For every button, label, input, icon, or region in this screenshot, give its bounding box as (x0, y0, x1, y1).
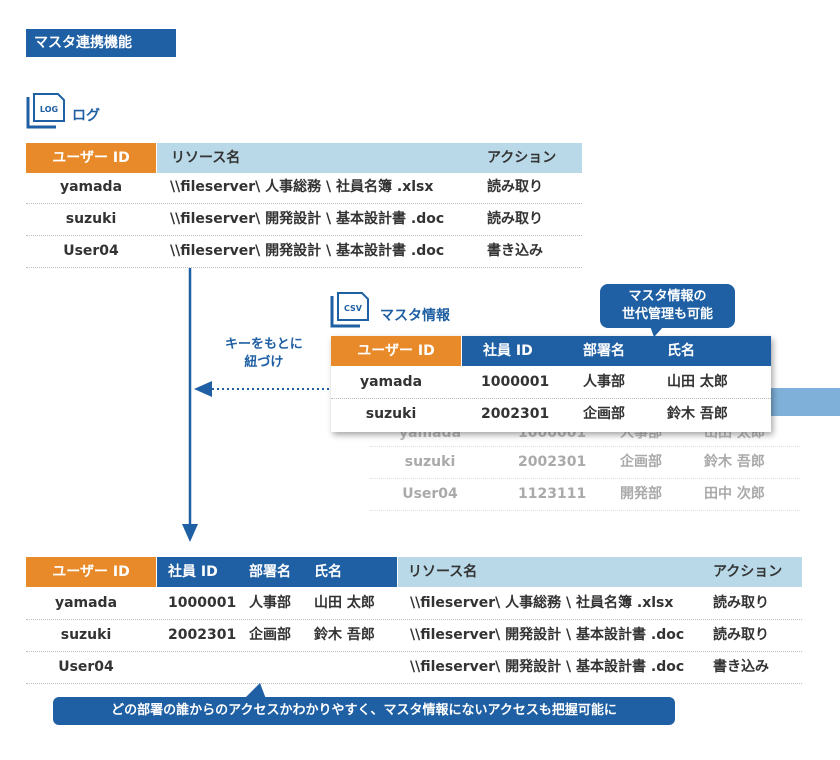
result-row-action: 書き込み (713, 659, 769, 675)
row-divider (331, 398, 771, 399)
result-row-name: 山田 太郎 (314, 595, 375, 611)
master-row-dept: 企画部 (583, 406, 625, 422)
result-header-name: 氏名 (314, 564, 342, 580)
csv-file-icon: CSV (330, 292, 370, 332)
row-divider (26, 651, 802, 652)
key-line2: 紐づけ (244, 355, 284, 370)
back-row-user: User04 (402, 486, 458, 502)
back-row-emp-id: 2002301 (518, 454, 587, 470)
master-header-user-id: ユーザー ID (331, 336, 461, 366)
row-divider (26, 683, 802, 684)
row-divider (370, 478, 800, 479)
master-header-dept: 部署名 (583, 343, 625, 359)
callout-line2: 世代管理も可能 (621, 307, 713, 322)
master-table-card: ユーザー ID 社員 ID 部署名 氏名 yamada 1000001 人事部 … (331, 336, 771, 432)
master-row-user: yamada (359, 374, 423, 390)
callout-line1: マスタ情報の (628, 289, 707, 304)
log-row-resource: \\fileserver\ 開発設計 \ 基本設計書 .doc (170, 243, 445, 259)
key-link-text: キーをもとに 紐づけ (225, 336, 303, 372)
log-row-action: 読み取り (487, 179, 543, 195)
result-row-resource: \\fileserver\ 人事総務 \ 社員名簿 .xlsx (410, 595, 674, 611)
left-dotted-arrow (194, 381, 332, 397)
master-row-dept: 人事部 (583, 374, 625, 390)
csv-icon-text: CSV (344, 304, 363, 313)
master-row-emp-id: 2002301 (481, 406, 550, 422)
result-header-emp-id: 社員 ID (168, 564, 218, 580)
master-header-blue-bg (462, 336, 771, 366)
result-row-emp-id: 1000001 (168, 595, 237, 611)
result-row-resource: \\fileserver\ 開発設計 \ 基本設計書 .doc (410, 627, 685, 643)
row-divider (26, 235, 582, 236)
master-label: マスタ情報 (380, 308, 450, 324)
result-row-user: User04 (58, 659, 114, 675)
result-row-name: 鈴木 吾郎 (314, 627, 375, 643)
result-header-resource: リソース名 (408, 564, 478, 580)
row-divider (26, 267, 582, 268)
row-divider (26, 619, 802, 620)
log-row-resource: \\fileserver\ 人事総務 \ 社員名簿 .xlsx (170, 179, 434, 195)
master-row-name: 鈴木 吾郎 (667, 406, 728, 422)
page-title: マスタ連携機能 (26, 29, 176, 57)
result-header-dept: 部署名 (249, 564, 291, 580)
log-header-user-id: ユーザー ID (26, 143, 156, 173)
result-header-user-id: ユーザー ID (26, 557, 156, 587)
log-header-action: アクション (487, 150, 557, 166)
log-label: ログ (72, 108, 100, 124)
row-divider (370, 510, 800, 511)
result-header-action: アクション (713, 564, 783, 580)
log-row-user: User04 (63, 243, 119, 259)
result-header-blue-bg (157, 557, 397, 587)
back-row-name: 田中 次郎 (704, 486, 765, 502)
master-row-user: suzuki (365, 406, 417, 422)
callout-pointer (650, 326, 664, 337)
master-header-emp-id: 社員 ID (483, 343, 533, 359)
master-row-name: 山田 太郎 (667, 374, 728, 390)
generation-callout: マスタ情報の 世代管理も可能 (600, 284, 735, 328)
log-header-resource: リソース名 (171, 150, 241, 166)
log-row-user: yamada (59, 179, 123, 195)
master-header-name: 氏名 (667, 343, 695, 359)
back-row-name: 鈴木 吾郎 (704, 454, 765, 470)
back-table-header-edge (770, 388, 840, 416)
row-divider (370, 446, 800, 447)
back-row-dept: 開発部 (620, 486, 662, 502)
down-arrow (182, 268, 198, 542)
back-row-user: suzuki (404, 454, 456, 470)
result-row-user: suzuki (60, 627, 112, 643)
back-row-dept: 企画部 (620, 454, 662, 470)
log-row-action: 読み取り (487, 211, 543, 227)
result-row-dept: 企画部 (249, 627, 291, 643)
result-row-action: 読み取り (713, 595, 769, 611)
back-row-emp-id: 1123111 (518, 486, 587, 502)
result-header-light-bg: リソース名 (398, 557, 802, 587)
result-row-emp-id: 2002301 (168, 627, 237, 643)
log-header-resource-bg: リソース名 (157, 143, 582, 173)
log-icon-text: LOG (40, 105, 58, 114)
log-row-resource: \\fileserver\ 開発設計 \ 基本設計書 .doc (170, 211, 445, 227)
log-row-action: 書き込み (487, 243, 543, 259)
key-line1: キーをもとに (225, 337, 303, 352)
master-row-emp-id: 1000001 (481, 374, 550, 390)
bottom-note: どの部署の誰からのアクセスかわかりやすく、マスタ情報にないアクセスも把握可能に (53, 697, 675, 725)
log-file-icon: LOG (26, 93, 66, 133)
row-divider (26, 203, 582, 204)
result-row-user: yamada (54, 595, 118, 611)
result-row-resource: \\fileserver\ 開発設計 \ 基本設計書 .doc (410, 659, 685, 675)
log-row-user: suzuki (65, 211, 117, 227)
result-row-dept: 人事部 (249, 595, 291, 611)
note-pointer (244, 683, 266, 699)
result-row-action: 読み取り (713, 627, 769, 643)
